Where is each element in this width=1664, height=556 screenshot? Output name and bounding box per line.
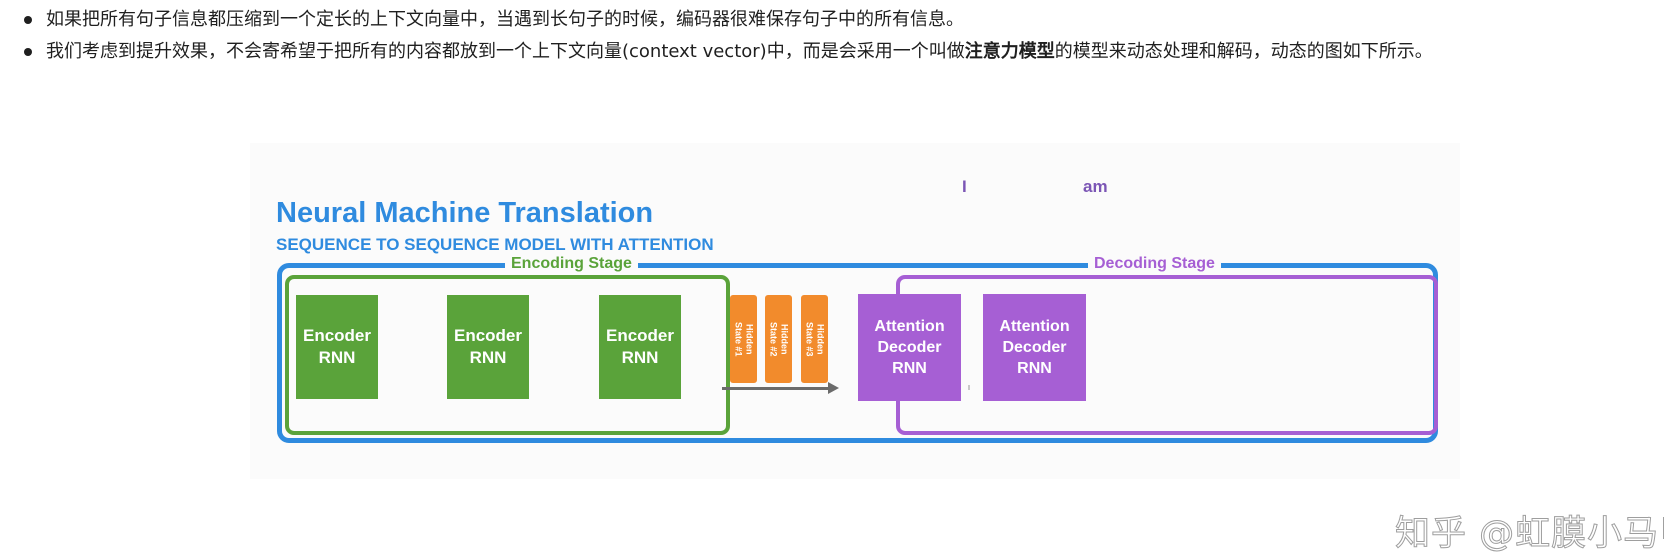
decoding-stage-label: Decoding Stage xyxy=(1088,255,1221,273)
bullet-text-before: 我们考虑到提升效果，不会寄希望于把所有的内容都放到一个上下文向量(context… xyxy=(46,41,965,62)
bullet-dot-icon xyxy=(24,48,32,56)
diagram-subtitle: SEQUENCE TO SEQUENCE MODEL WITH ATTENTIO… xyxy=(276,235,714,254)
bullet-dot-icon xyxy=(24,16,32,24)
bullet-text: 如果把所有句子信息都压缩到一个定长的上下文向量中，当遇到长句子的时候，编码器很难… xyxy=(46,9,964,30)
bullet-text-after: 的模型来动态处理和解码，动态的图如下所示。 xyxy=(1054,41,1433,62)
bullet-item: 如果把所有句子信息都压缩到一个定长的上下文向量中，当遇到长句子的时候，编码器很难… xyxy=(24,4,1654,36)
hidden-state-label: Hidden State #3 xyxy=(804,321,826,357)
encoder-rnn-box: Encoder RNN xyxy=(296,295,378,399)
output-word-i: I xyxy=(962,177,967,196)
diagram-title: Neural Machine Translation xyxy=(276,197,654,229)
bullet-bold-term: 注意力模型 xyxy=(964,41,1055,62)
hidden-state-label: Hidden State #2 xyxy=(768,321,790,357)
decoding-stage-frame xyxy=(896,275,1438,435)
context-arrow-line xyxy=(722,387,830,390)
encoding-stage-label: Encoding Stage xyxy=(505,255,638,273)
output-word-am: am xyxy=(1083,177,1108,196)
hidden-state-box: Hidden State #1 xyxy=(730,295,757,383)
hidden-state-box: Hidden State #2 xyxy=(765,295,792,383)
arrow-right-icon xyxy=(828,382,839,394)
nmt-attention-diagram: I am Neural Machine Translation SEQUENCE… xyxy=(250,143,1664,555)
bullet-item: 我们考虑到提升效果，不会寄希望于把所有的内容都放到一个上下文向量(context… xyxy=(24,36,1654,68)
divider-mark xyxy=(968,385,970,390)
hidden-state-box: Hidden State #3 xyxy=(801,295,828,383)
encoder-rnn-box: Encoder RNN xyxy=(447,295,529,399)
watermark: 知乎 @虹膜小马甲 xyxy=(1394,514,1664,555)
bullet-text: 我们考虑到提升效果，不会寄希望于把所有的内容都放到一个上下文向量(context… xyxy=(46,36,1654,68)
encoder-rnn-box: Encoder RNN xyxy=(599,295,681,399)
encoding-stage-frame xyxy=(285,275,730,435)
attention-decoder-rnn-box: Attention Decoder RNN xyxy=(858,294,961,401)
attention-decoder-rnn-box: Attention Decoder RNN xyxy=(983,294,1086,401)
hidden-state-label: Hidden State #1 xyxy=(733,321,755,357)
